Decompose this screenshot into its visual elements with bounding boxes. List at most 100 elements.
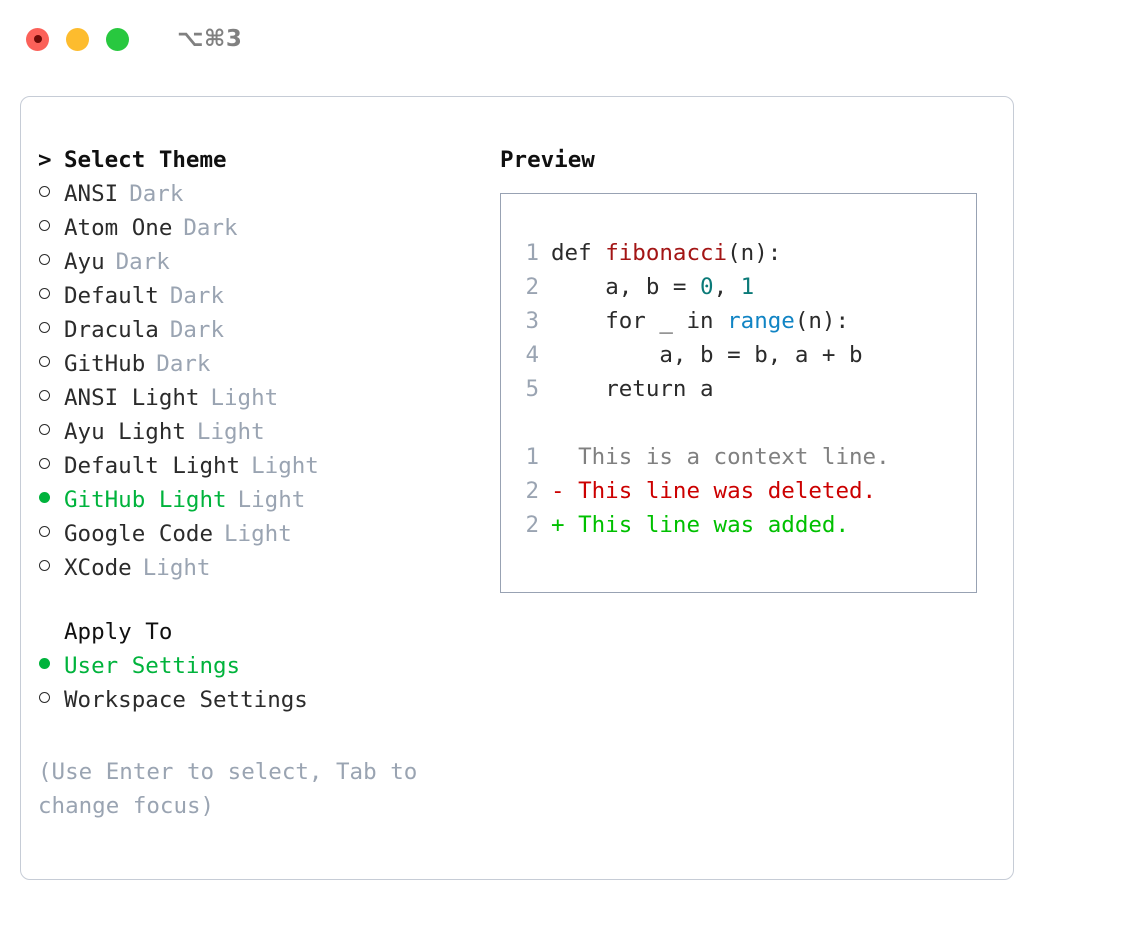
minimize-button-icon[interactable] [66, 27, 89, 51]
theme-item-label: Dracula [64, 317, 159, 343]
theme-item-label: Ayu Light [64, 419, 186, 445]
radio-unselected-icon [38, 421, 64, 444]
keyboard-shortcut-label: ⌥⌘3 [177, 26, 243, 52]
code-line: 1 def fibonacci(n): [513, 240, 976, 274]
theme-list-item[interactable]: XCode Light [38, 555, 488, 589]
radio-unselected-glyph [39, 186, 50, 197]
select-theme-title: Select Theme [64, 147, 227, 173]
theme-variant-badge: Light [224, 521, 292, 547]
radio-unselected-icon [38, 217, 64, 240]
radio-unselected-glyph [39, 560, 50, 571]
radio-unselected-icon [38, 689, 64, 712]
code-line: 2 a, b = 0, 1 [513, 274, 976, 308]
theme-variant-badge: Dark [115, 249, 170, 275]
diff-line-text: This line was deleted. [564, 478, 877, 504]
radio-unselected-icon [38, 455, 64, 478]
theme-variant-badge: Light [142, 555, 211, 581]
theme-variant-badge: Dark [169, 283, 225, 309]
code-token-call: range [727, 308, 795, 334]
code-indent [551, 274, 605, 300]
preview-title: Preview [500, 147, 595, 173]
code-indent [551, 376, 605, 402]
code-diff-spacer [513, 410, 976, 444]
diff-sample: 1 This is a context line.2 - This line wa… [513, 444, 976, 546]
code-token-plain: a, b = b, a + b [659, 342, 863, 368]
apply-to-title: Apply To [64, 619, 173, 645]
diff-line-content: This is a context line. [551, 444, 890, 470]
diff-line-content: + This line was added. [551, 512, 849, 538]
radio-unselected-icon [38, 353, 64, 376]
code-indent [551, 308, 605, 334]
radio-selected-icon [38, 489, 64, 512]
radio-unselected-glyph [39, 322, 50, 333]
diff-line-number: 2 [525, 478, 539, 504]
diff-sign-icon: + [551, 512, 565, 538]
theme-item-label: Default Light [64, 453, 241, 479]
apply-to-item-label: User Settings [64, 653, 241, 679]
code-indent [551, 342, 659, 368]
code-token-plain: , [713, 274, 741, 300]
theme-item-label: GitHub Light [64, 487, 227, 513]
radio-unselected-icon [38, 285, 64, 308]
apply-to-item-label: Workspace Settings [64, 687, 308, 713]
diff-line: 2 - This line was deleted. [513, 478, 976, 512]
code-line: 4 a, b = b, a + b [513, 342, 976, 376]
code-line-number: 5 [525, 376, 539, 402]
close-button-icon[interactable] [26, 27, 49, 51]
theme-list-item[interactable]: Ayu Dark [38, 249, 488, 283]
theme-list-item[interactable]: Default Light Light [38, 453, 488, 487]
diff-line-content: - This line was deleted. [551, 478, 876, 504]
radio-unselected-glyph [39, 692, 50, 703]
theme-variant-badge: Light [251, 453, 319, 479]
code-line-number: 1 [525, 240, 539, 266]
diff-line: 2+ This line was added. [513, 512, 976, 546]
theme-variant-badge: Light [196, 419, 265, 445]
radio-unselected-glyph [39, 356, 50, 367]
code-line-number: 3 [525, 308, 539, 334]
radio-unselected-icon [38, 183, 64, 206]
window-controls [26, 27, 129, 51]
select-theme-header: > Select Theme [38, 147, 488, 181]
code-token-plain: def [551, 240, 606, 266]
code-token-plain: (n): [727, 240, 782, 266]
maximize-button-icon[interactable] [106, 27, 129, 51]
code-line-content: return a [551, 376, 714, 402]
code-token-plain: return a [605, 376, 714, 402]
radio-unselected-glyph [39, 424, 50, 435]
code-line-content: a, b = 0, 1 [551, 274, 754, 300]
keyboard-hint: (Use Enter to select, Tab to change focu… [38, 759, 418, 819]
apply-to-item[interactable]: User Settings [38, 653, 488, 687]
theme-item-label: XCode [64, 555, 132, 581]
code-token-fn: fibonacci [605, 240, 728, 266]
diff-sign-icon [551, 444, 565, 470]
theme-list-item[interactable]: GitHub Light Light [38, 487, 488, 521]
apply-to-item[interactable]: Workspace Settings [38, 687, 488, 721]
caret-icon: > [38, 147, 52, 173]
theme-item-label: Ayu [64, 249, 105, 275]
radio-selected-icon [38, 655, 64, 678]
code-token-plain: (n): [794, 308, 850, 334]
theme-variant-badge: Dark [183, 215, 238, 241]
radio-unselected-glyph [39, 288, 50, 299]
diff-line: 1 This is a context line. [513, 444, 976, 478]
theme-variant-badge: Light [237, 487, 306, 513]
radio-unselected-icon [38, 319, 64, 342]
apply-to-header: Apply To [38, 619, 488, 653]
radio-selected-glyph [39, 492, 50, 503]
code-line-content: for _ in range(n): [551, 308, 849, 334]
theme-list-item[interactable]: Ayu Light Light [38, 419, 488, 453]
